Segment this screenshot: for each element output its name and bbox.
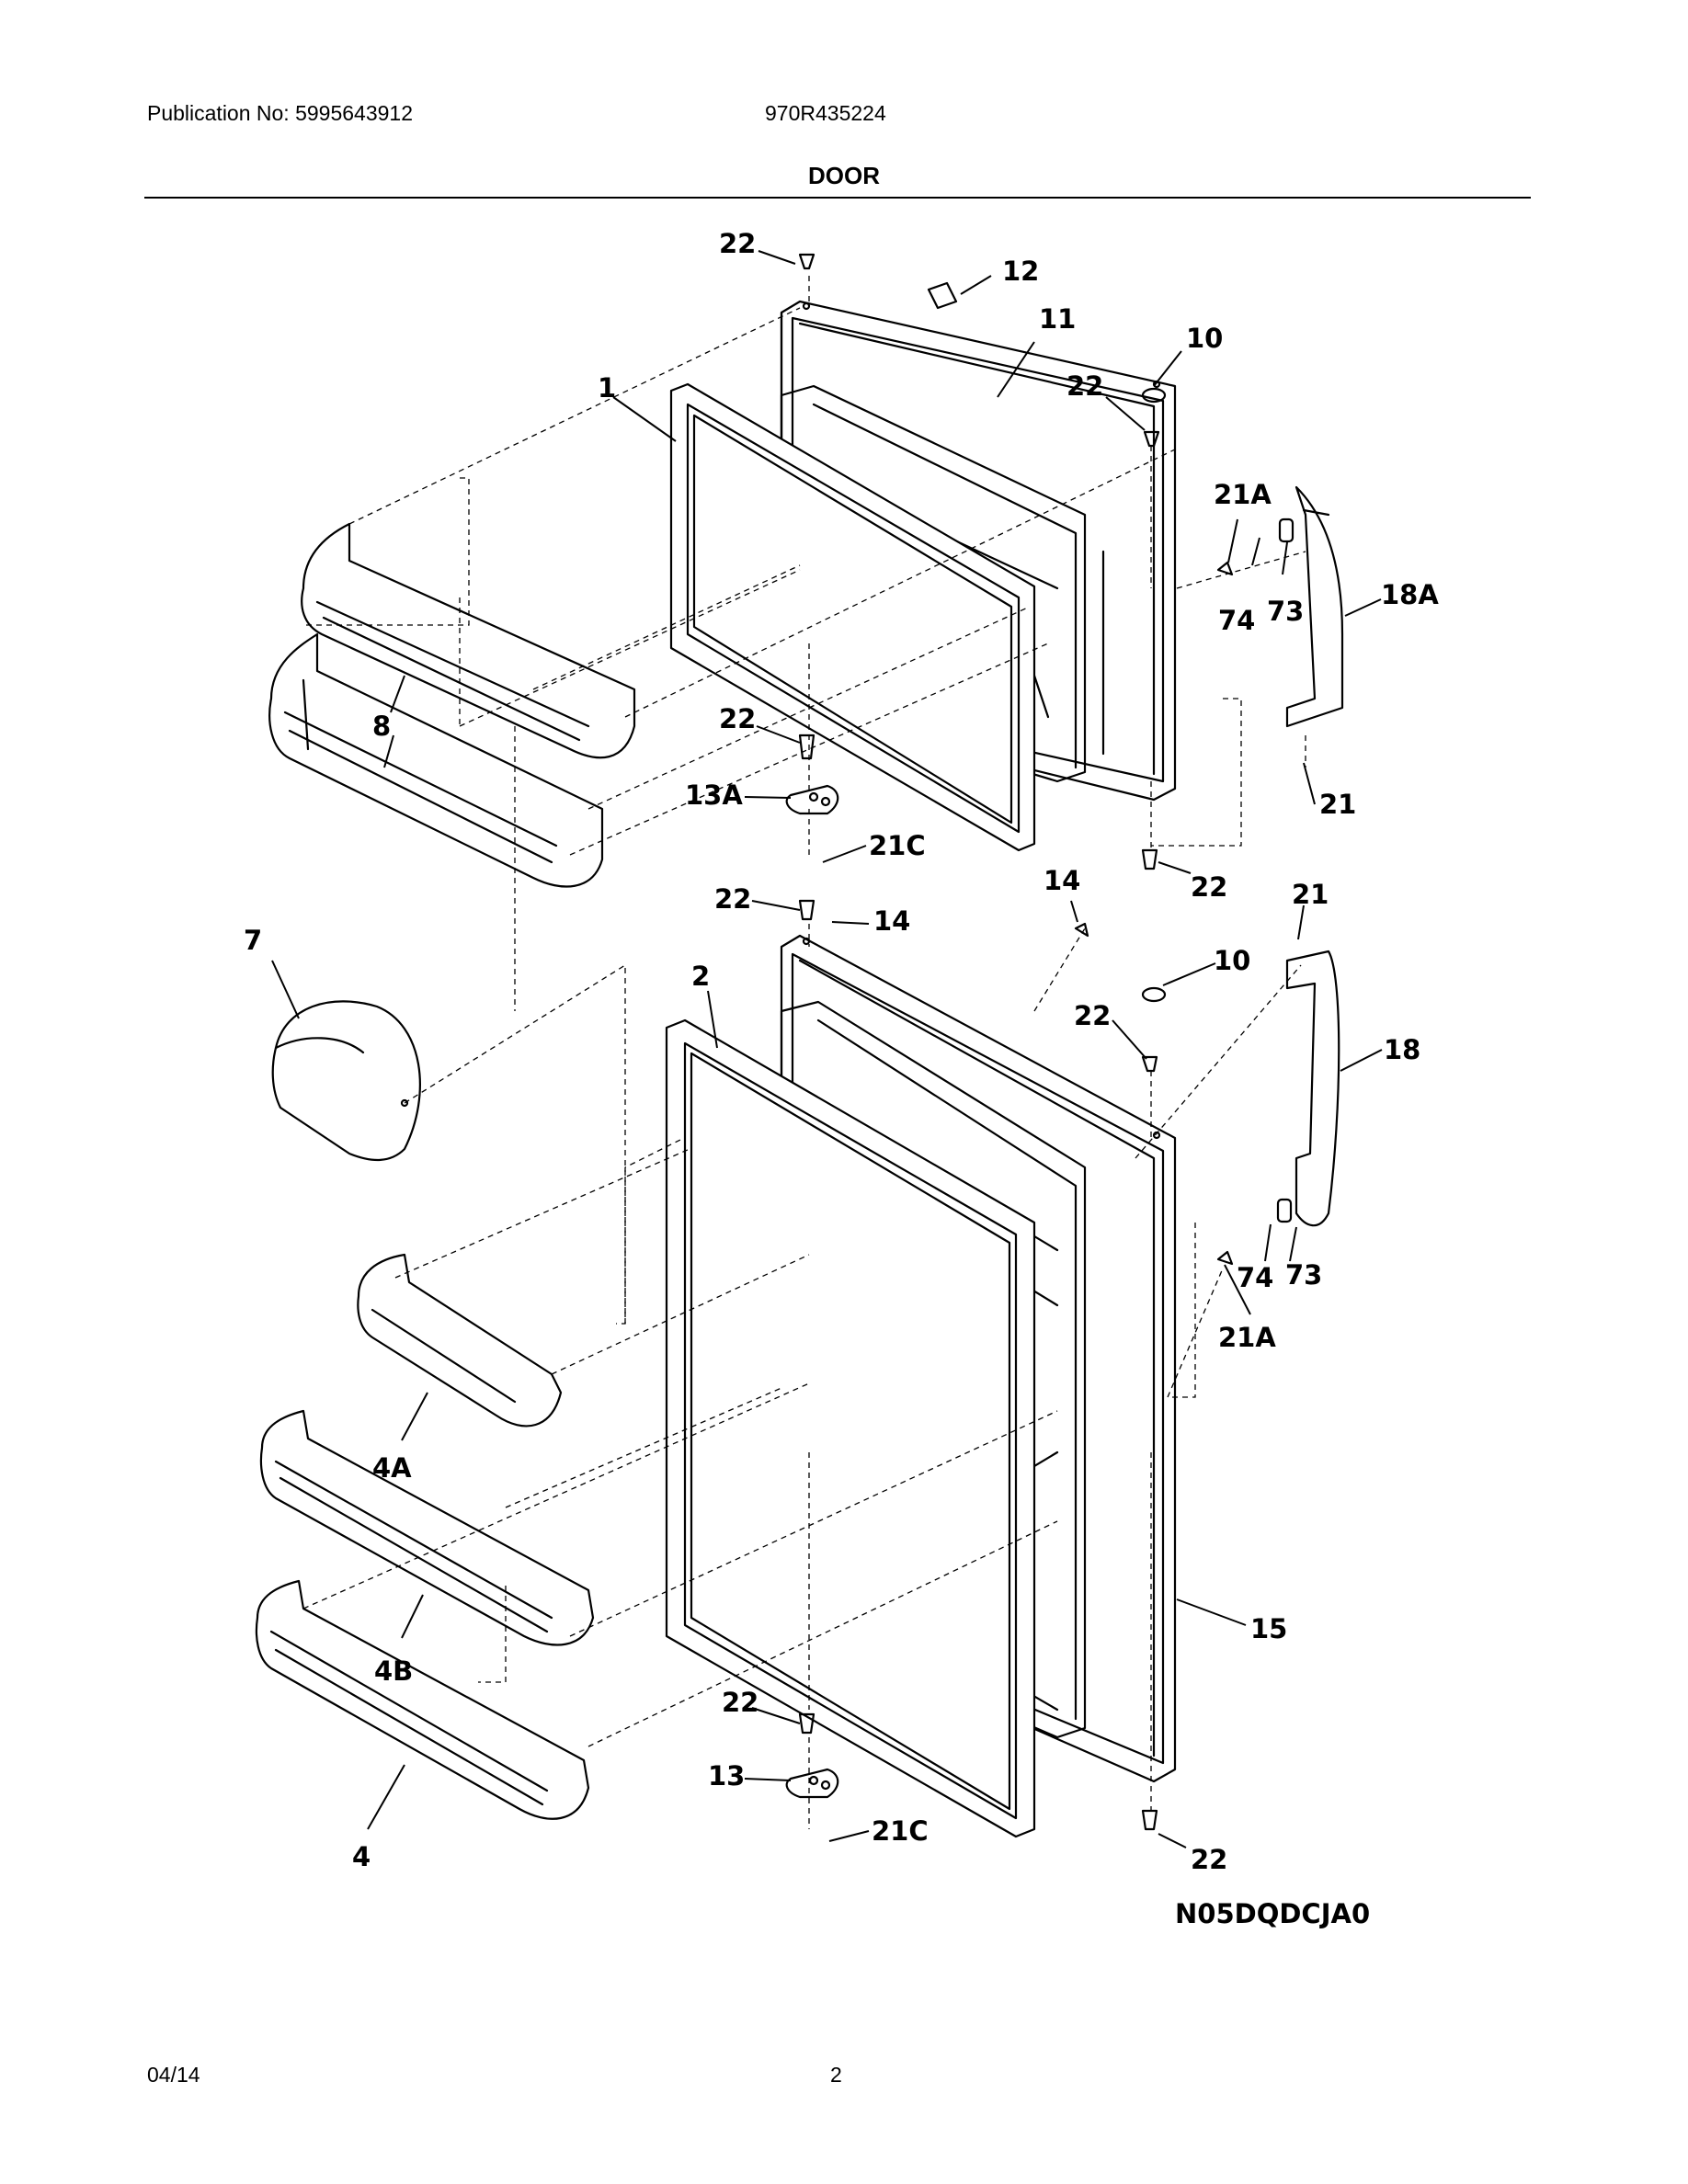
callout-14: 14 bbox=[873, 905, 910, 937]
callout-4: 4 bbox=[352, 1841, 371, 1872]
page-number: 2 bbox=[830, 2063, 842, 2087]
freezer-hinge bbox=[785, 784, 839, 815]
fresh-food-door-handle bbox=[1276, 950, 1340, 1227]
callout-4a: 4A bbox=[372, 1452, 412, 1484]
callout-74: 74 bbox=[1237, 1262, 1273, 1293]
dairy-bin bbox=[271, 1000, 421, 1162]
callout-22: 22 bbox=[714, 883, 751, 915]
publication-number: Publication No: 5995643912 bbox=[147, 101, 414, 125]
callout-2: 2 bbox=[691, 961, 710, 992]
callout-21: 21 bbox=[1292, 879, 1329, 910]
callout-21c: 21C bbox=[869, 830, 926, 861]
model-number: 970R435224 bbox=[765, 101, 886, 125]
callout-14: 14 bbox=[1044, 865, 1080, 896]
fresh-food-hinge bbox=[785, 1768, 839, 1799]
callout-22: 22 bbox=[719, 703, 756, 734]
door-shelf-4a bbox=[357, 1253, 563, 1428]
header-rule bbox=[144, 197, 1531, 199]
callout-13a: 13A bbox=[685, 779, 743, 811]
callout-7: 7 bbox=[244, 925, 262, 956]
callout-22: 22 bbox=[1191, 871, 1227, 903]
callout-12: 12 bbox=[1002, 256, 1039, 287]
door-shelf-4b bbox=[259, 1409, 595, 1646]
callout-11: 11 bbox=[1039, 303, 1076, 335]
fresh-food-door-gasket bbox=[665, 1018, 1036, 1838]
callout-21a: 21A bbox=[1218, 1322, 1276, 1353]
callout-18a: 18A bbox=[1381, 579, 1439, 610]
callout-22: 22 bbox=[1074, 1000, 1111, 1031]
callout-1: 1 bbox=[598, 372, 616, 404]
section-title: DOOR bbox=[808, 162, 880, 189]
callout-22: 22 bbox=[1191, 1844, 1227, 1875]
callout-13: 13 bbox=[708, 1760, 745, 1792]
door-shelf-4 bbox=[255, 1579, 590, 1820]
freezer-door-shelf-lower bbox=[268, 632, 604, 888]
callout-22: 22 bbox=[722, 1687, 758, 1718]
callout-22: 22 bbox=[1066, 370, 1103, 402]
callout-21c: 21C bbox=[872, 1815, 929, 1847]
callout-73: 73 bbox=[1267, 596, 1304, 627]
callout-21a: 21A bbox=[1214, 479, 1272, 510]
callout-74: 74 bbox=[1218, 605, 1255, 636]
fasteners bbox=[798, 253, 1234, 1831]
callout-22: 22 bbox=[719, 228, 756, 259]
callout-4b: 4B bbox=[374, 1655, 413, 1687]
callout-21: 21 bbox=[1319, 789, 1356, 820]
callout-8: 8 bbox=[372, 711, 391, 742]
callout-10: 10 bbox=[1186, 323, 1223, 354]
callout-15: 15 bbox=[1250, 1613, 1287, 1644]
freezer-door-handle bbox=[1278, 485, 1344, 728]
callout-10: 10 bbox=[1214, 945, 1250, 976]
freezer-door-gasket bbox=[669, 382, 1036, 852]
diagram-code: N05DQDCJA0 bbox=[1175, 1898, 1370, 1929]
callout-73: 73 bbox=[1285, 1259, 1322, 1291]
freezer-door-shelf-upper bbox=[301, 522, 636, 759]
footer-date: 04/14 bbox=[147, 2063, 200, 2087]
callout-18: 18 bbox=[1384, 1034, 1420, 1065]
